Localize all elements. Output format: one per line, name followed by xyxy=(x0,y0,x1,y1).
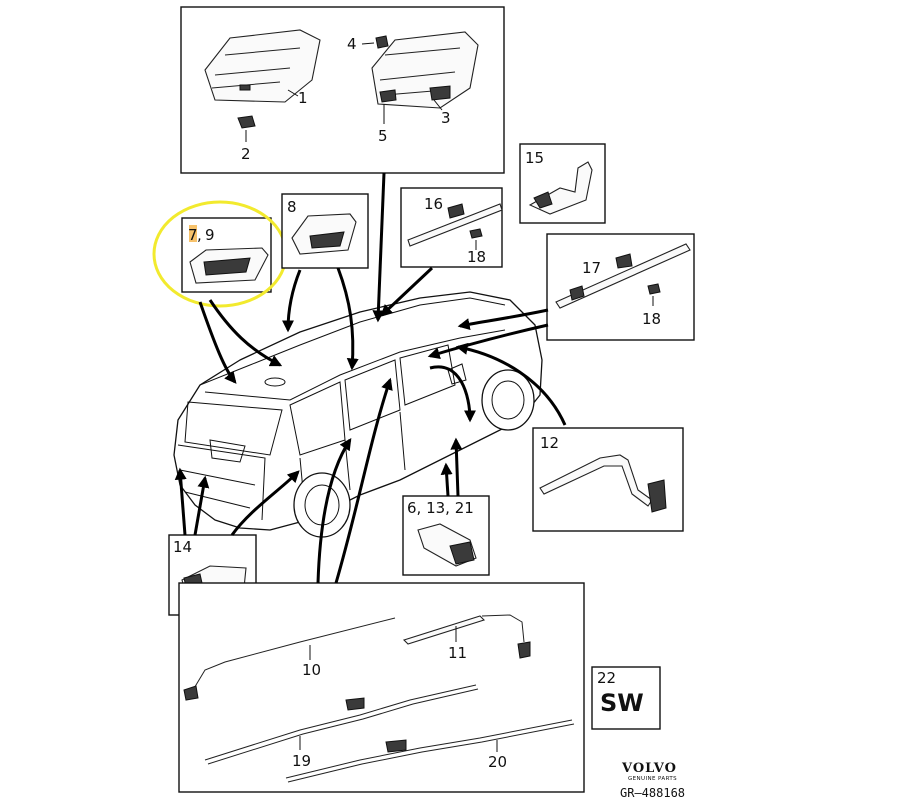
callout-10: 10 xyxy=(302,661,321,679)
branding: VOLVO GENUINE PARTS GR–488168 xyxy=(620,761,685,800)
box-light-strip-16: 16 18 xyxy=(400,187,503,268)
roof-console-part-1 xyxy=(204,29,321,103)
callout-5: 5 xyxy=(378,127,388,145)
box-bracket-15: 15 xyxy=(519,143,606,224)
callout-14: 14 xyxy=(173,538,192,556)
callout-12: 12 xyxy=(540,434,559,452)
callout-17: 17 xyxy=(582,259,601,277)
light-strip-part-17 xyxy=(555,243,691,309)
clip-part-4 xyxy=(375,35,389,49)
box-lamp-6-13-21: 6, 13, 21 xyxy=(402,495,490,576)
brand-logo: VOLVO xyxy=(621,761,677,776)
box-light-strip-17: 17 18 xyxy=(546,233,695,341)
box-software-22: 22 SW xyxy=(591,666,661,730)
callout-18-a: 18 xyxy=(467,248,486,266)
callout-4: 4 xyxy=(347,35,357,53)
brand-subtitle: GENUINE PARTS xyxy=(628,776,677,782)
callout-7: 7 xyxy=(188,226,198,244)
callout-3: 3 xyxy=(441,109,451,127)
light-strip-part-19 xyxy=(204,684,477,761)
software-code: SW xyxy=(600,689,644,717)
callout-16: 16 xyxy=(424,195,443,213)
document-id: GR–488168 xyxy=(620,786,685,800)
callout-18-b: 18 xyxy=(642,310,661,328)
cable-part-12 xyxy=(539,454,653,507)
box-switch-8: 8 xyxy=(281,193,369,269)
callout-6-13-21: 6, 13, 21 xyxy=(407,499,474,517)
callout-2: 2 xyxy=(241,145,251,163)
callout-15: 15 xyxy=(525,149,544,167)
light-strip-part-16 xyxy=(407,203,503,247)
bracket-part-2 xyxy=(237,115,256,129)
callout-22: 22 xyxy=(597,669,616,687)
callout-separator: , xyxy=(197,226,202,244)
callout-19: 19 xyxy=(292,752,311,770)
pointer-arrows xyxy=(174,172,567,584)
light-guide-part-10 xyxy=(189,617,396,696)
callout-11: 11 xyxy=(448,644,467,662)
box-ambient-strips: 10 11 19 20 xyxy=(178,582,585,793)
box-reading-lamp: 7 , 9 xyxy=(152,200,288,308)
callout-8: 8 xyxy=(287,198,297,216)
callout-20: 20 xyxy=(488,753,507,771)
box-roof-console: 1 2 3 4 5 xyxy=(180,6,505,174)
box-cable-12: 12 xyxy=(532,427,684,532)
light-guide-part-11 xyxy=(402,615,486,645)
light-strip-part-20 xyxy=(285,719,573,779)
callout-9: 9 xyxy=(205,226,215,244)
highlight-marker xyxy=(189,225,197,242)
roof-console-part-3 xyxy=(371,31,479,109)
callout-1: 1 xyxy=(298,89,308,107)
